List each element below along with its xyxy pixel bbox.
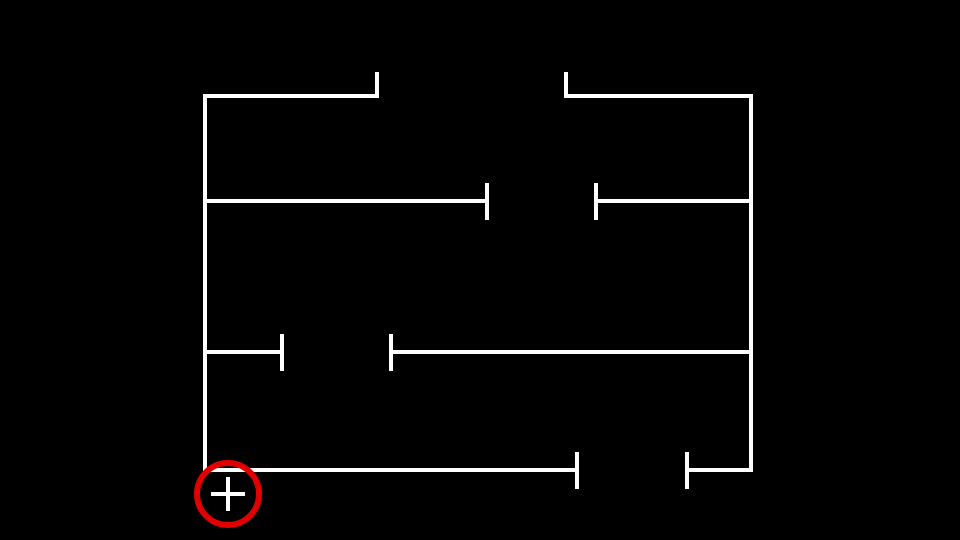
crosshair-icon[interactable] — [194, 460, 262, 528]
marker-ring — [194, 460, 262, 528]
